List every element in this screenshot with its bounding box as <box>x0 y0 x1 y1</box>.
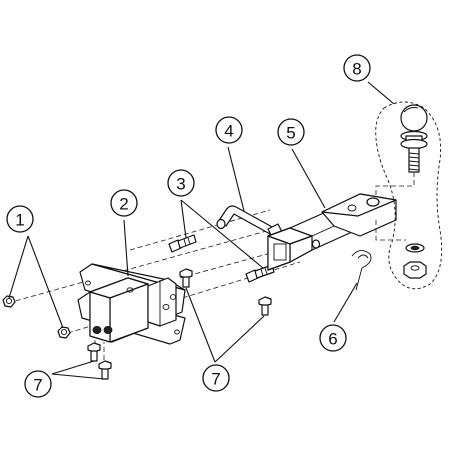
nut-left <box>2 295 16 308</box>
callout-8-label: 8 <box>352 60 361 79</box>
hitch-ball-group <box>375 101 443 290</box>
callout-4: 4 <box>215 116 243 144</box>
callout-1-label: 1 <box>15 211 24 230</box>
callout-7-left: 7 <box>24 370 52 398</box>
callout-7-left-label: 7 <box>33 376 42 395</box>
screw-4 <box>98 360 112 380</box>
nut-right <box>57 326 71 339</box>
leader-lines <box>8 81 395 380</box>
callout-3-label: 3 <box>176 175 185 194</box>
hitch-pin <box>216 205 283 238</box>
callout-7-right-label: 7 <box>211 370 220 389</box>
bolt-upper <box>168 234 197 253</box>
hitch-bar <box>267 193 397 271</box>
callout-1: 1 <box>6 205 34 233</box>
screw-3 <box>87 342 101 362</box>
callout-2-label: 2 <box>119 195 128 214</box>
callout-5: 5 <box>277 118 305 146</box>
callout-6-label: 6 <box>328 330 337 349</box>
callout-8: 8 <box>343 54 371 82</box>
hitch-clip <box>351 250 372 291</box>
callout-2: 2 <box>110 189 138 217</box>
callout-7-right: 7 <box>202 364 230 392</box>
screw-1 <box>179 268 193 288</box>
callout-6: 6 <box>319 324 347 352</box>
screw-2 <box>258 296 272 316</box>
callout-3: 3 <box>167 169 195 197</box>
callout-5-label: 5 <box>286 124 295 143</box>
callout-4-label: 4 <box>224 122 233 141</box>
mounting-bracket <box>77 263 186 345</box>
